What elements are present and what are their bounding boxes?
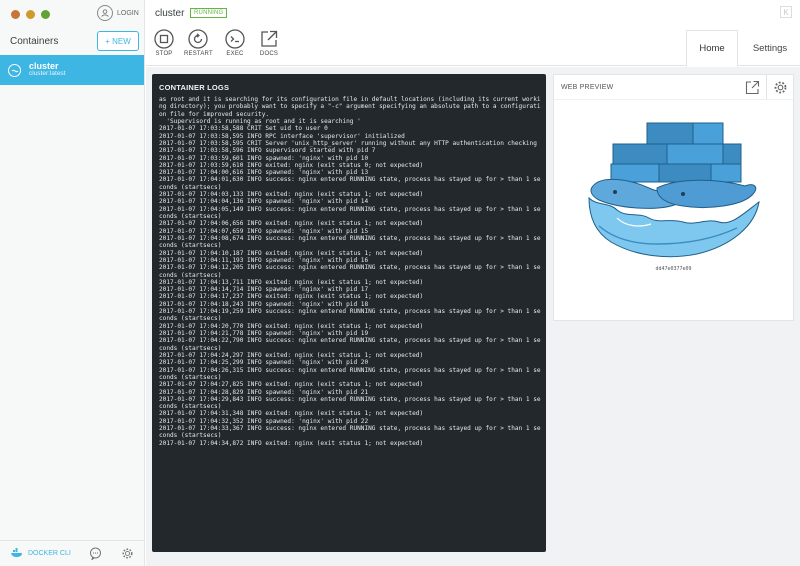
docker-whale-illustration	[588, 122, 760, 258]
status-badge: RUNNING	[190, 8, 228, 18]
logs-title: CONTAINER LOGS	[159, 83, 230, 92]
exec-label: EXEC	[226, 51, 244, 57]
docker-cli-label: DOCKER CLI	[28, 550, 71, 557]
open-in-browser-icon[interactable]	[745, 80, 760, 95]
container-name: cluster	[29, 60, 59, 71]
container-title: cluster	[155, 8, 185, 19]
zoom-window-button[interactable]	[41, 10, 50, 19]
restart-button[interactable]: RESTART	[184, 29, 213, 57]
restart-icon	[188, 29, 209, 49]
preview-hostname: dd47e0377e09	[655, 266, 692, 272]
stop-icon	[154, 29, 174, 49]
window-controls	[11, 10, 50, 19]
container-running-icon	[8, 63, 21, 77]
containers-title: Containers	[10, 36, 59, 47]
login-label: LOGIN	[117, 9, 139, 17]
stop-button[interactable]: STOP	[154, 29, 174, 57]
divider	[766, 75, 767, 99]
container-logs-panel: CONTAINER LOGS as root and it is searchi…	[152, 74, 546, 552]
docker-cli-button[interactable]: DOCKER CLI	[10, 547, 71, 560]
divider	[554, 99, 793, 100]
docker-whale-icon	[10, 547, 24, 560]
restart-label: RESTART	[184, 51, 213, 57]
container-header: cluster RUNNING K STOP RESTART EXEC DOCS…	[146, 0, 800, 67]
minimize-window-button[interactable]	[26, 10, 35, 19]
preview-settings-gear-icon[interactable]	[773, 80, 788, 95]
preferences-gear-icon[interactable]	[121, 547, 134, 565]
tab-settings[interactable]: Settings	[752, 43, 788, 54]
user-icon	[97, 5, 113, 21]
container-image: cluster:latest	[29, 70, 66, 78]
login-button[interactable]: LOGIN	[97, 5, 139, 21]
exec-button[interactable]: EXEC	[225, 29, 245, 57]
external-link-icon	[259, 29, 279, 49]
docs-button[interactable]: DOCS	[259, 29, 279, 57]
tab-home[interactable]: Home	[686, 30, 738, 67]
sidebar: LOGIN Containers + NEW cluster cluster:l…	[0, 0, 145, 566]
feedback-chat-icon[interactable]	[89, 547, 102, 565]
docs-label: DOCS	[259, 51, 279, 57]
web-preview-title: WEB PREVIEW	[561, 84, 614, 91]
sidebar-footer: DOCKER CLI	[0, 540, 144, 566]
web-preview-panel: WEB PREVIEW dd47e0377e09	[553, 74, 794, 321]
new-container-button[interactable]: + NEW	[97, 31, 139, 51]
close-window-button[interactable]	[11, 10, 20, 19]
terminal-icon	[225, 29, 245, 49]
stop-label: STOP	[155, 51, 173, 57]
logs-output[interactable]: as root and it is searching for its conf…	[159, 96, 541, 447]
container-list-item[interactable]: cluster cluster:latest	[0, 55, 144, 85]
kitematic-logo-icon: K	[780, 6, 792, 18]
